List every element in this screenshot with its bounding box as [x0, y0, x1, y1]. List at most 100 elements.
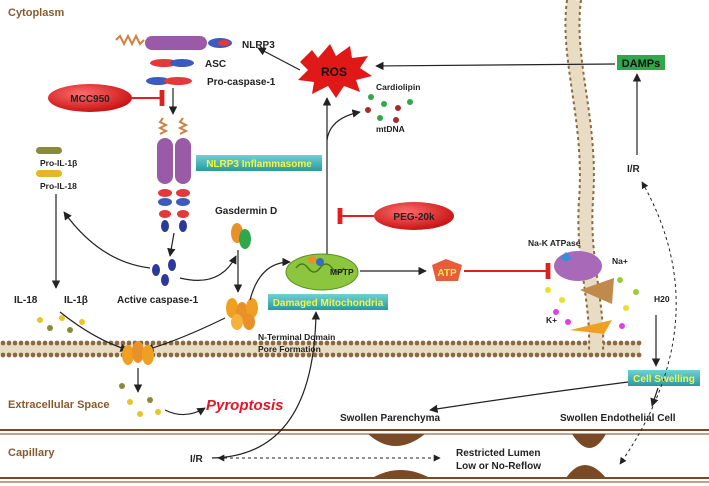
membrane-bead: [558, 340, 564, 346]
pro-caspase-1-protein: [146, 77, 192, 85]
membrane-bead: [630, 340, 636, 346]
membrane-bead: [156, 352, 162, 358]
il-particles-cytoplasm: [37, 315, 85, 333]
membrane-bead: [42, 352, 48, 358]
membrane-bead: [450, 340, 456, 346]
pore-formation-label: Pore Formation: [258, 344, 321, 354]
membrane-bead: [402, 340, 408, 346]
membrane-bead: [336, 352, 342, 358]
active-caspase-1-label: Active caspase-1: [117, 295, 199, 306]
membrane-bead: [360, 352, 366, 358]
membrane-bead: [462, 340, 468, 346]
membrane-bead: [390, 352, 396, 358]
k-plus-label: K+: [546, 315, 557, 325]
atp-label: ATP: [437, 268, 457, 279]
cardiolipin-label: Cardiolipin: [376, 82, 420, 92]
membrane-bead: [90, 340, 96, 346]
membrane-bead: [294, 352, 300, 358]
membrane-bead: [570, 340, 576, 346]
membrane-bead: [618, 340, 624, 346]
membrane-bead: [288, 340, 294, 346]
membrane-bead: [366, 340, 372, 346]
mtdna-label: mtDNA: [376, 124, 405, 134]
membrane-bead: [342, 340, 348, 346]
to-pyroptosis-arrow: [164, 407, 206, 416]
membrane-bead: [54, 352, 60, 358]
membrane-bead: [300, 352, 306, 358]
cytoplasm-label: Cytoplasm: [8, 7, 64, 19]
mtdna-particles: [365, 94, 413, 123]
membrane-bead: [222, 340, 228, 346]
membrane-bead: [432, 352, 438, 358]
membrane-bead: [570, 352, 576, 358]
membrane-bead: [270, 352, 276, 358]
membrane-bead: [420, 340, 426, 346]
peg-20k-pill: [374, 202, 454, 230]
mitochondria-cristae: [295, 263, 345, 273]
membrane-bead: [282, 340, 288, 346]
membrane-bead: [264, 352, 270, 358]
membrane-bead: [198, 340, 204, 346]
membrane-bead: [540, 340, 546, 346]
membrane-bead: [438, 340, 444, 346]
membrane-bead: [276, 340, 282, 346]
membrane-bead: [192, 340, 198, 346]
mcc950-label: MCC950: [70, 94, 110, 105]
h2o-label: H20: [654, 294, 670, 304]
membrane-bead: [192, 352, 198, 358]
membrane-bead: [312, 352, 318, 358]
na-k-atpase-pump: [554, 251, 602, 281]
membrane-bead: [372, 352, 378, 358]
membrane-bead: [414, 340, 420, 346]
membrane-bead: [480, 352, 486, 358]
mito-to-mtdna-arrow: [326, 109, 361, 141]
endothelial-bulge-bottom-left: [372, 470, 430, 478]
membrane-bead: [0, 340, 6, 346]
membrane-bead: [78, 340, 84, 346]
membrane-bead: [450, 352, 456, 358]
membrane-bead: [468, 352, 474, 358]
membrane-bead: [420, 352, 426, 358]
membrane-bead: [402, 352, 408, 358]
membrane-bead: [612, 352, 618, 358]
membrane-bead: [600, 352, 606, 358]
nlrp3-label: NLRP3: [242, 40, 275, 51]
membrane-bead: [234, 352, 240, 358]
membrane-bead: [456, 352, 462, 358]
membrane-bead: [12, 340, 18, 346]
low-no-reflow-label: Low or No-Reflow: [456, 461, 541, 472]
nlrp3-inflammasome-complex: [157, 117, 191, 232]
membrane-bead: [282, 352, 288, 358]
membrane-bead: [288, 352, 294, 358]
membrane-bead: [264, 340, 270, 346]
membrane-bead: [84, 352, 90, 358]
membrane-bead: [246, 340, 252, 346]
membrane-bead: [492, 340, 498, 346]
ir-bottom-label: I/R: [190, 454, 204, 465]
membrane-bead: [66, 352, 72, 358]
membrane-bead: [330, 352, 336, 358]
membrane-bead: [174, 340, 180, 346]
membrane-bead: [540, 352, 546, 358]
membrane-pore-shape: [122, 341, 154, 365]
ir-right-label: I/R: [627, 164, 641, 175]
membrane-bead: [504, 340, 510, 346]
membrane-bead: [30, 340, 36, 346]
membrane-bead: [222, 352, 228, 358]
membrane-bead: [522, 352, 528, 358]
membrane-bead: [378, 340, 384, 346]
membrane-bead: [348, 352, 354, 358]
nlrp3-inflammasome-label: NLRP3 Inflammasome: [206, 159, 312, 170]
membrane-bead: [156, 340, 162, 346]
membrane-bead: [300, 340, 306, 346]
membrane-bead: [462, 352, 468, 358]
membrane-bead: [342, 352, 348, 358]
released-cytokines: [119, 383, 161, 417]
membrane-bead: [546, 340, 552, 346]
mptp-shape: [308, 256, 324, 266]
membrane-bead: [36, 352, 42, 358]
swelling-to-parenchyma-arrow: [429, 381, 629, 413]
membrane-bead: [204, 352, 210, 358]
asc-protein: [150, 59, 194, 67]
membrane-bead: [444, 352, 450, 358]
